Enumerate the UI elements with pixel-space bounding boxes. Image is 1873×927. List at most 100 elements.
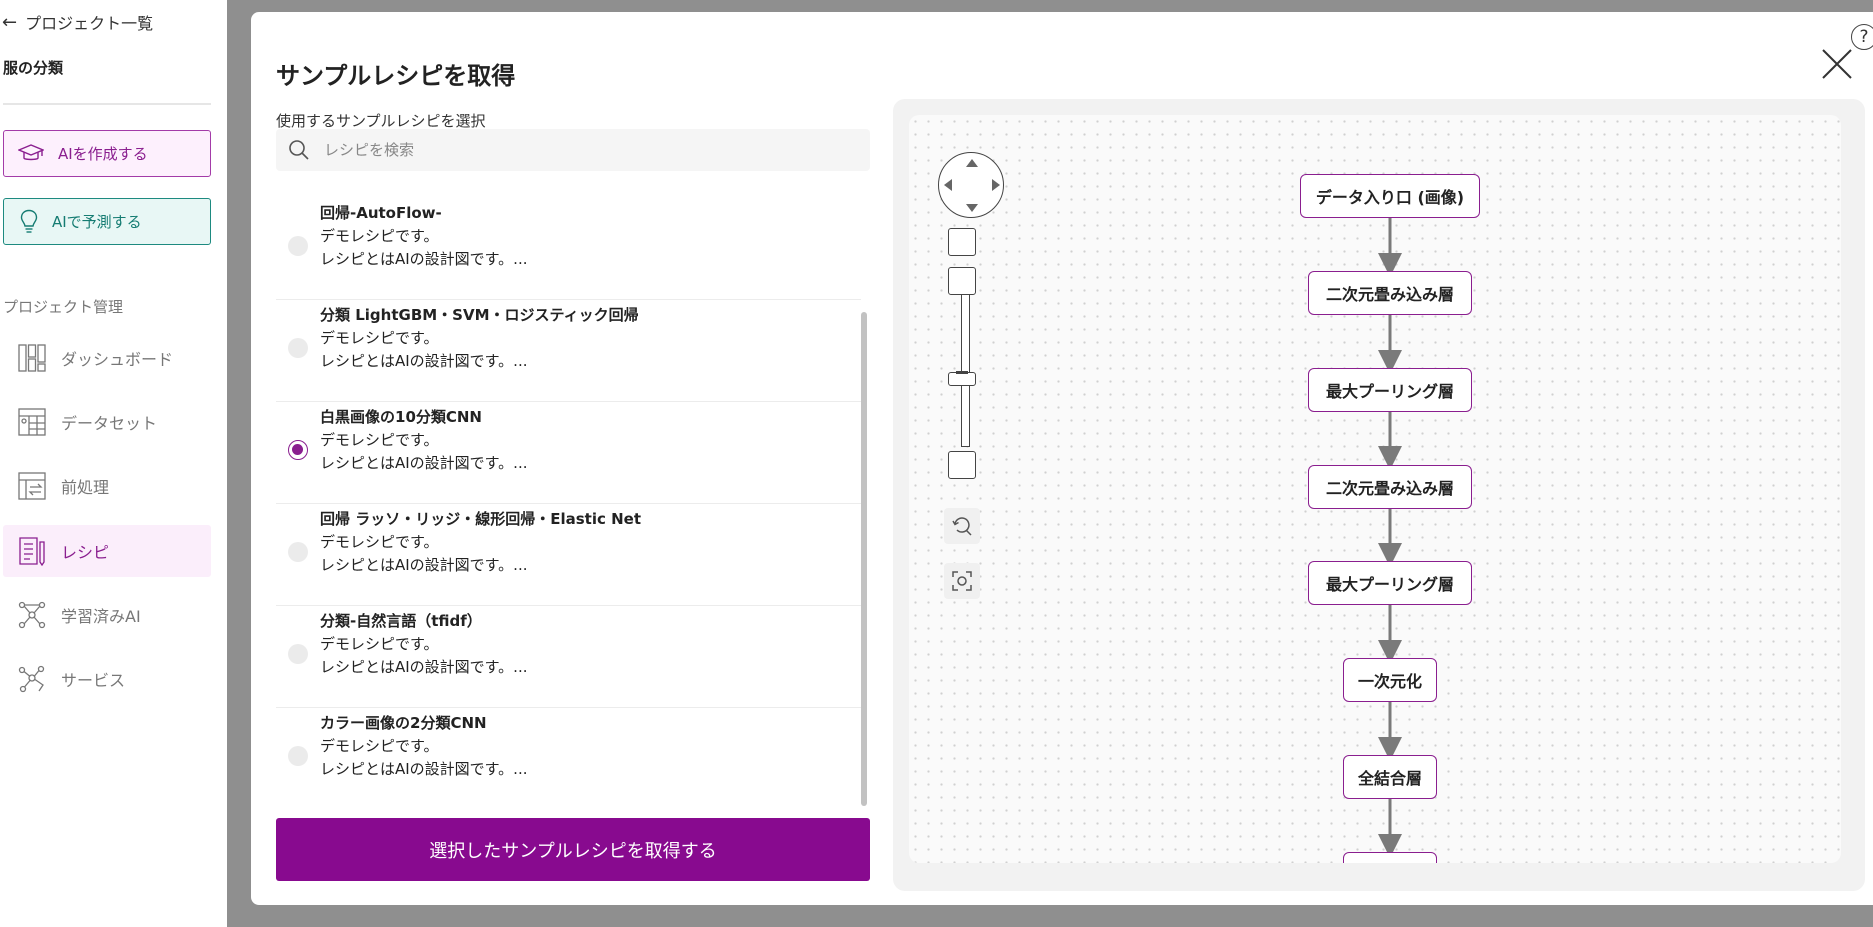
recipe-radio[interactable] [288,338,308,358]
sidebar-item-dataset[interactable]: データセット [3,396,211,448]
recipe-description: レシピとはAIの設計図です。... [320,658,528,676]
fit-screen-icon [952,571,972,591]
recipe-radio[interactable] [288,644,308,664]
recipe-list: 回帰-AutoFlow- デモレシピです。 レシピとはAIの設計図です。... … [276,198,861,801]
sidebar-item-recipe[interactable]: レシピ [3,525,211,577]
dataset-icon [18,408,46,436]
list-item[interactable]: 回帰 ラッソ・リッジ・線形回帰・Elastic Net デモレシピです。 レシピ… [276,504,861,606]
recipe-description: デモレシピです。 [320,635,439,653]
section-label-project-management: プロジェクト管理 [3,298,124,316]
flow-node-dense[interactable]: 全結合層 [1343,755,1437,799]
sidebar-item-label: 前処理 [61,478,110,497]
zoom-slider-handle[interactable] [948,371,976,386]
zoom-out-button[interactable] [948,451,976,479]
predict-ai-button[interactable]: AIで予測する [3,198,211,245]
recipe-description: レシピとはAIの設計図です。... [320,250,528,268]
recipe-description: デモレシピです。 [320,737,439,755]
pan-down-icon[interactable] [966,204,978,212]
search-icon [289,140,309,160]
recipe-name: カラー画像の2分類CNN [320,714,487,732]
service-icon [18,665,45,693]
sidebar-item-label: 学習済みAI [61,607,141,626]
recipe-name: 白黒画像の10分類CNN [320,408,482,426]
graduation-cap-icon [18,143,44,160]
close-button[interactable] [1817,44,1857,84]
recipe-text: 回帰-AutoFlow- デモレシピです。 レシピとはAIの設計図です。... [320,202,528,271]
recipe-description: レシピとはAIの設計図です。... [320,352,528,370]
fit-view-button[interactable] [944,563,980,599]
create-ai-label: AIを作成する [58,145,148,163]
flow-node-flatten[interactable]: 一次元化 [1343,658,1437,702]
recipe-name: 分類-自然言語（tfidf） [320,612,482,630]
back-to-projects-link[interactable]: ← プロジェクト一覧 [2,10,153,34]
flow-node-maxpool[interactable]: 最大プーリング層 [1308,368,1472,412]
flow-node-conv2d[interactable]: 二次元畳み込み層 [1308,271,1472,315]
list-item[interactable]: 分類 LightGBM・SVM・ロジスティック回帰 デモレシピです。 レシピとは… [276,300,861,402]
modal-title: サンプルレシピを取得 [276,62,516,90]
flow-node-maxpool[interactable]: 最大プーリング層 [1308,561,1472,605]
pan-right-icon[interactable] [992,179,1000,191]
recipe-description: レシピとはAIの設計図です。... [320,760,528,778]
zoom-max-button[interactable] [948,267,976,295]
flow-node-data-input[interactable]: データ入り口 (画像) [1300,174,1480,218]
recipe-icon [19,537,45,566]
predict-ai-label: AIで予測する [52,213,142,231]
recipe-text: 分類-自然言語（tfidf） デモレシピです。 レシピとはAIの設計図です。..… [320,610,528,679]
flow-node-partial[interactable] [1343,852,1437,863]
recipe-radio[interactable] [288,746,308,766]
reset-zoom-icon [952,517,972,536]
pan-left-icon[interactable] [944,179,952,191]
pan-control[interactable] [938,152,1004,218]
recipe-text: カラー画像の2分類CNN デモレシピです。 レシピとはAIの設計図です。... [320,712,528,781]
sidebar-item-label: レシピ [61,543,110,562]
dashboard-icon [18,344,46,372]
sidebar-item-preprocess[interactable]: 前処理 [3,460,211,512]
lightbulb-icon [20,209,38,233]
sidebar-item-service[interactable]: サービス [3,653,211,705]
get-sample-recipe-button[interactable]: 選択したサンプルレシピを取得する [276,818,870,881]
sample-recipe-modal: サンプルレシピを取得 ? 使用するサンプルレシピを選択 回帰-AutoFlow-… [251,12,1873,905]
recipe-list-scrollbar[interactable] [861,312,867,806]
recipe-description: デモレシピです。 [320,533,439,551]
sidebar-item-label: ダッシュボード [61,350,174,369]
select-recipe-label: 使用するサンプルレシピを選択 [276,112,486,130]
back-link-label: プロジェクト一覧 [25,14,154,33]
recipe-description: レシピとはAIの設計図です。... [320,556,528,574]
pan-up-icon[interactable] [966,159,978,167]
recipe-search-input[interactable] [324,141,844,159]
list-item[interactable]: 白黒画像の10分類CNN デモレシピです。 レシピとはAIの設計図です。... [276,402,861,504]
arrow-left-icon: ← [2,11,18,33]
recipe-description: レシピとはAIの設計図です。... [320,454,528,472]
create-ai-button[interactable]: AIを作成する [3,130,211,177]
trained-ai-icon [18,601,46,629]
sidebar-item-label: サービス [61,671,126,690]
recipe-name: 分類 LightGBM・SVM・ロジスティック回帰 [320,306,639,324]
sidebar-item-label: データセット [61,414,158,433]
recipe-name: 回帰 ラッソ・リッジ・線形回帰・Elastic Net [320,510,641,528]
recipe-radio[interactable] [288,236,308,256]
recipe-name: 回帰-AutoFlow- [320,204,442,222]
recipe-text: 分類 LightGBM・SVM・ロジスティック回帰 デモレシピです。 レシピとは… [320,304,639,373]
recipe-flow-canvas[interactable]: データ入り口 (画像) 二次元畳み込み層 最大プーリング層 二次元畳み込み層 最… [909,115,1841,863]
list-item[interactable]: カラー画像の2分類CNN デモレシピです。 レシピとはAIの設計図です。... [276,708,861,801]
zoom-in-button[interactable] [948,228,976,256]
help-button[interactable]: ? [1851,24,1873,50]
reset-view-button[interactable] [944,508,980,544]
project-name: 服の分類 [3,59,64,77]
preprocess-icon [18,472,46,500]
sidebar: ← プロジェクト一覧 服の分類 AIを作成する AIで予測する プロジェクト管理… [0,0,227,927]
recipe-search-box [276,129,870,171]
recipe-text: 白黒画像の10分類CNN デモレシピです。 レシピとはAIの設計図です。... [320,406,528,475]
flow-node-conv2d[interactable]: 二次元畳み込み層 [1308,465,1472,509]
sidebar-item-dashboard[interactable]: ダッシュボード [3,332,211,384]
sidebar-divider [3,103,211,105]
recipe-radio[interactable] [288,542,308,562]
flow-connectors [1378,218,1402,858]
recipe-description: デモレシピです。 [320,431,439,449]
list-item[interactable]: 回帰-AutoFlow- デモレシピです。 レシピとはAIの設計図です。... [276,198,861,300]
close-icon [1822,49,1852,79]
recipe-radio-selected[interactable] [288,440,308,460]
recipe-text: 回帰 ラッソ・リッジ・線形回帰・Elastic Net デモレシピです。 レシピ… [320,508,641,577]
sidebar-item-trained-ai[interactable]: 学習済みAI [3,589,211,641]
list-item[interactable]: 分類-自然言語（tfidf） デモレシピです。 レシピとはAIの設計図です。..… [276,606,861,708]
